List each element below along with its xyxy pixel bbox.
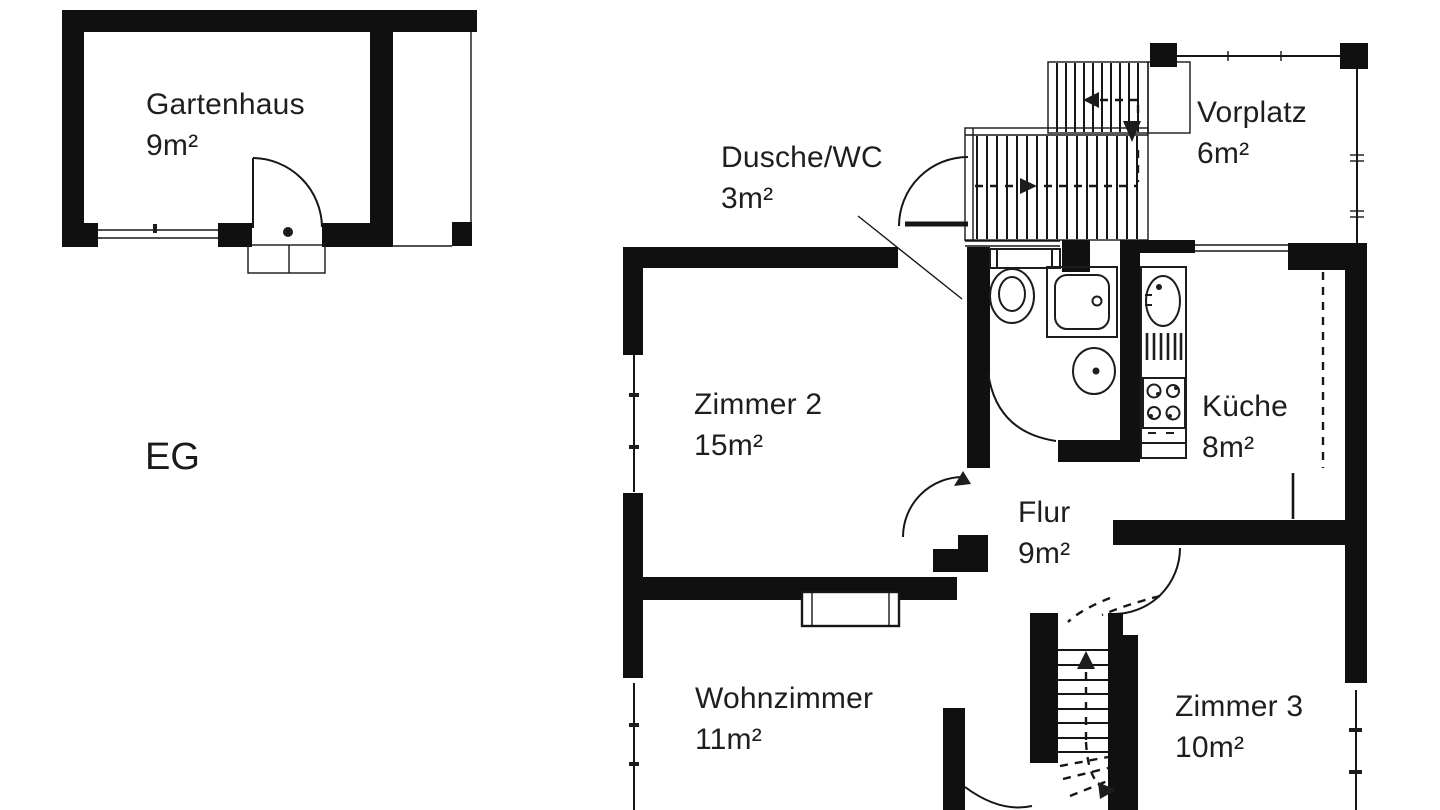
room-name: Wohnzimmer: [695, 682, 874, 715]
zimmer2-door-swing: [902, 471, 971, 538]
gartenhaus-door-swing: [252, 157, 323, 237]
room-area: 15m²: [694, 429, 764, 462]
floor-level-label: EG: [145, 436, 200, 478]
room-name: Dusche/WC: [721, 141, 883, 174]
toilet-icon: [989, 248, 1061, 324]
kitchen-top-window: [1195, 244, 1288, 252]
stove-icon: [1142, 377, 1186, 434]
room-label-zimmer-3: Zimmer 3 10m²: [1175, 686, 1303, 768]
room-area: 9m²: [1018, 537, 1071, 570]
kitchen-counter: [1140, 266, 1187, 459]
room-name: Zimmer 2: [694, 388, 823, 421]
kitchen-sink-icon: [1145, 275, 1181, 327]
interior-staircase: [1030, 613, 1138, 810]
room-label-dusche-wc: Dusche/WC 3m²: [721, 137, 883, 219]
room-area: 11m²: [695, 723, 762, 756]
gartenhaus-walls: [62, 10, 477, 247]
gartenhaus-side-bay: [393, 32, 472, 247]
dusche-label-leader-line: [857, 215, 963, 300]
entrance-door-swing: [898, 156, 969, 227]
shower-icon: [1046, 266, 1118, 338]
exterior-stairs-lower-flight: [964, 127, 1149, 247]
wohnzimmer-door-swing: [964, 786, 1033, 809]
room-label-vorplatz: Vorplatz 6m²: [1197, 92, 1307, 174]
kitchen-pantry-lines: [1291, 272, 1325, 519]
room-area: 10m²: [1175, 731, 1245, 764]
room-name: Gartenhaus: [146, 88, 305, 121]
room-name: Küche: [1202, 390, 1289, 423]
room-name: Zimmer 3: [1175, 690, 1304, 723]
room-name: Vorplatz: [1197, 96, 1307, 129]
room-area: 9m²: [146, 129, 199, 162]
right-wall-window: [1349, 690, 1362, 810]
washbasin-icon: [1072, 347, 1116, 395]
exterior-stairs-upper-flight: [1047, 61, 1191, 134]
bathroom-door-swing: [987, 371, 1057, 442]
room-label-flur: Flur 9m²: [1018, 492, 1070, 574]
stair-direction-arrows: [975, 92, 1143, 194]
room-label-zimmer-2: Zimmer 2 15m²: [694, 384, 822, 466]
room-label-kueche: Küche 8m²: [1202, 386, 1288, 468]
vorplatz-structure: [1150, 43, 1368, 243]
room-area: 6m²: [1197, 137, 1250, 170]
zimmer3-door-swing: [1113, 547, 1181, 615]
room-label-wohnzimmer: Wohnzimmer 11m²: [695, 678, 873, 760]
flur-walk-path: [1067, 594, 1161, 623]
room-label-gartenhaus: Gartenhaus 9m²: [146, 84, 305, 166]
room-name: Flur: [1018, 496, 1071, 529]
gartenhaus-step: [247, 244, 326, 274]
room-area: 8m²: [1202, 431, 1255, 464]
chimney-box: [800, 590, 901, 628]
left-wall-windows: [629, 355, 639, 810]
room-area: 3m²: [721, 182, 774, 215]
kitchen-rack-icon: [1145, 333, 1183, 360]
gartenhaus-window: [98, 224, 218, 239]
